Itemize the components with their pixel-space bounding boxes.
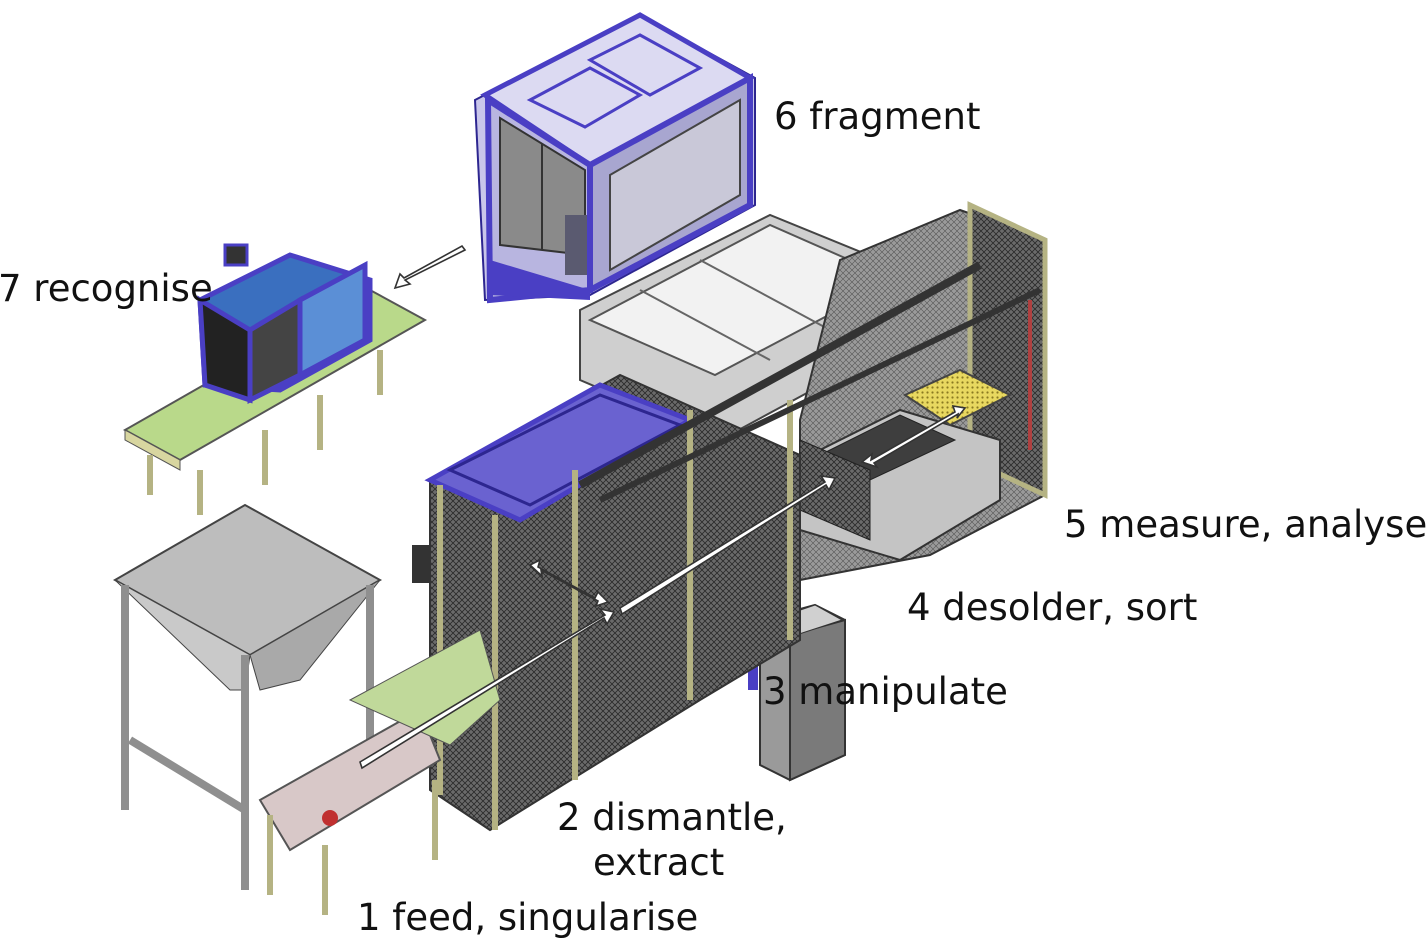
station-2-label: 2 dismantle, extract [557, 795, 787, 885]
flow-arrows [359, 244, 967, 770]
station-2-label-line1: 2 dismantle, [557, 796, 787, 839]
station-6-label: 6 fragment [774, 95, 981, 138]
fragment-machine [473, 12, 756, 304]
station-5-label: 5 measure, analyse [1064, 503, 1427, 546]
arrow-1-to-2 [359, 607, 616, 770]
recognise-station [122, 243, 428, 515]
station-2-label-line2: extract [593, 841, 725, 885]
arrow-4-5-double [860, 404, 967, 469]
dismantle-cell [412, 261, 1042, 832]
station-4-label: 4 desolder, sort [907, 586, 1198, 629]
feed-hopper [112, 503, 501, 915]
station-3-label: 3 manipulate [763, 670, 1008, 713]
station-7-label: 7 recognise [0, 267, 213, 310]
desolder-measure-station [579, 201, 1048, 582]
arrow-2-3-double [528, 558, 610, 608]
station-1-label: 1 feed, singularise [357, 896, 699, 939]
arrow-2-to-4 [619, 474, 837, 616]
arrow-6-to-7 [393, 244, 467, 290]
